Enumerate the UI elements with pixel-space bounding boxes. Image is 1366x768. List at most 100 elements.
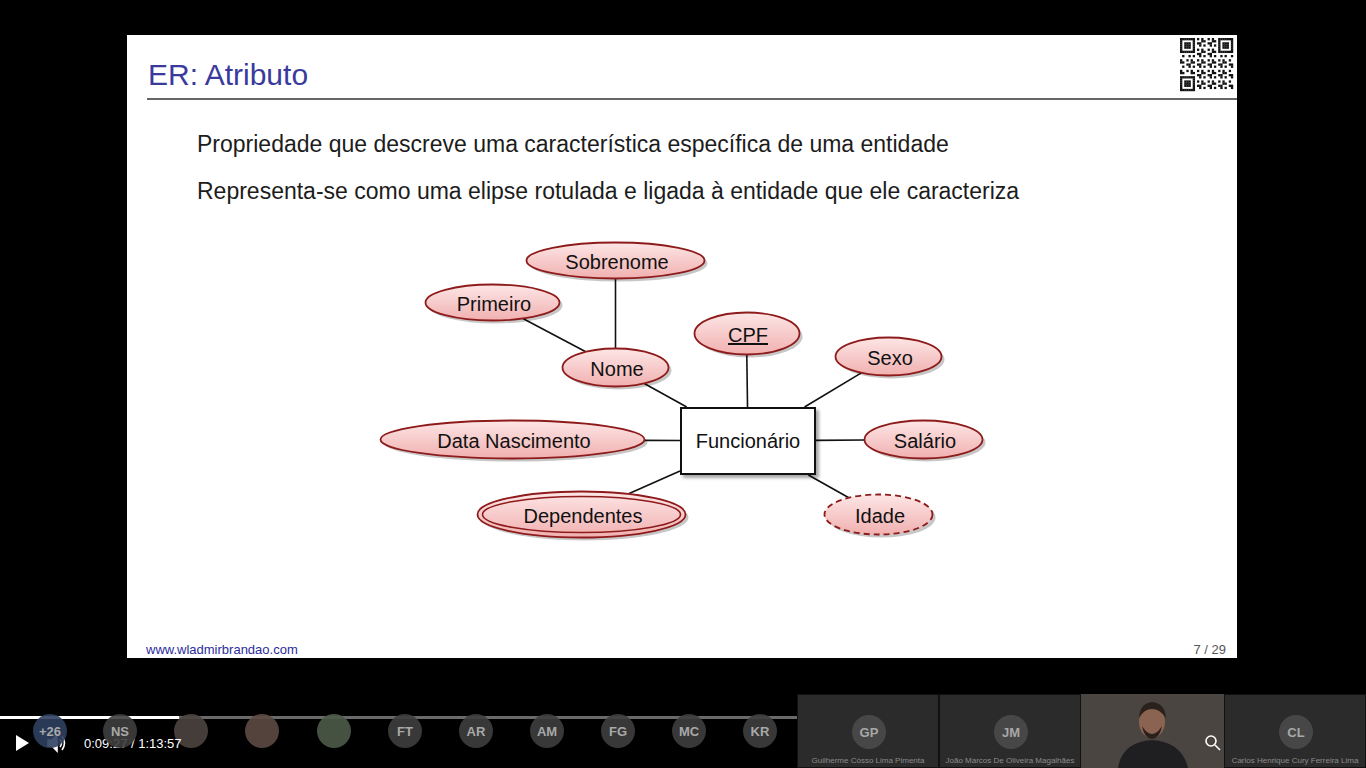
avatar-circle [530,714,564,748]
qr-module [1180,80,1182,82]
qr-module [1197,74,1199,76]
qr-module [1188,76,1190,78]
qr-module [1199,66,1201,68]
qr-module [1231,49,1233,51]
qr-module [1222,51,1224,53]
participant-avatar: JM [994,715,1028,749]
play-icon [16,735,29,751]
qr-module [1188,46,1190,48]
qr-module [1199,85,1201,87]
attribute-link [746,355,748,408]
qr-module [1182,89,1184,91]
qr-module [1197,63,1199,65]
qr-module [1218,63,1220,65]
qr-module [1218,74,1220,76]
qr-module [1182,38,1184,40]
qr-module [1193,83,1195,85]
qr-module [1225,87,1227,89]
qr-module [1197,70,1199,72]
participant-avatar: AR [459,714,493,748]
qr-module [1188,83,1190,85]
qr-module [1193,46,1195,48]
node-text: CPF [728,324,768,347]
qr-module [1225,51,1227,53]
qr-module [1208,80,1210,82]
qr-module [1193,85,1195,87]
qr-module [1188,51,1190,53]
attribute-ellipse: Salário [862,418,988,464]
entity-box: Funcionário [680,407,816,475]
qr-module [1227,51,1229,53]
qr-module [1210,44,1212,46]
qr-module [1197,38,1199,40]
qr-module [1184,85,1186,87]
qr-module [1199,44,1201,46]
participant-avatar: FG [601,714,635,748]
qr-module [1208,42,1210,44]
qr-module [1188,38,1190,40]
qr-module [1218,80,1220,82]
avatar-circle [459,714,493,748]
qr-module [1184,83,1186,85]
qr-module [1218,51,1220,53]
attribute-outline [563,349,669,387]
attribute-link [628,471,680,494]
qr-module [1201,61,1203,63]
node-text: GP [860,725,879,740]
qr-module [1231,46,1233,48]
qr-module [1193,42,1195,44]
qr-module [1225,44,1227,46]
avatar-circle [33,714,67,748]
qr-module [1220,87,1222,89]
qr-module [1231,87,1233,89]
composite-attribute: Nome [560,346,674,392]
qr-module [1231,42,1233,44]
qr-module [1218,70,1220,72]
qr-module [1201,72,1203,74]
qr-module [1182,66,1184,68]
qr-module [1220,85,1222,87]
qr-module [1229,74,1231,76]
qr-module [1180,70,1182,72]
qr-module [1193,55,1195,57]
qr-module [1180,59,1182,61]
bullet-text: Representa-se como uma elipse rotulada e… [197,178,1019,206]
participant-avatar: NS [103,714,137,748]
qr-module [1208,49,1210,51]
attribute-inner-outline [483,497,681,533]
qr-module [1180,85,1182,87]
attribute-ellipse: Sobrenome [524,240,710,284]
qr-module [1186,89,1188,91]
qr-module [1191,70,1193,72]
qr-module [1193,40,1195,42]
node-text: +26 [39,724,61,739]
qr-module [1182,51,1184,53]
qr-module [1218,42,1220,44]
qr-module [1193,51,1195,53]
node-text: João Marcos De Oliveira Magalhães [946,756,1075,765]
qr-module [1203,76,1205,78]
node-text: JM [1002,725,1020,740]
qr-module [1188,44,1190,46]
attribute-outline [825,495,933,535]
qr-module [1203,55,1205,57]
qr-module [1193,87,1195,89]
attribute-outline [527,243,705,279]
qr-module [1184,38,1186,40]
qr-module [1186,59,1188,61]
qr-module [1193,80,1195,82]
qr-module [1212,40,1214,42]
participant-avatar: AM [530,714,564,748]
qr-module [1188,63,1190,65]
qr-module [1212,72,1214,74]
qr-module [1184,42,1186,44]
qr-module [1222,59,1224,61]
avatar-circle [1279,715,1313,749]
qr-module [1180,89,1182,91]
qr-module [1218,40,1220,42]
qr-module [1193,38,1195,40]
qr-module [1199,76,1201,78]
qr-module [1225,76,1227,78]
qr-module [1193,66,1195,68]
qr-module [1210,76,1212,78]
